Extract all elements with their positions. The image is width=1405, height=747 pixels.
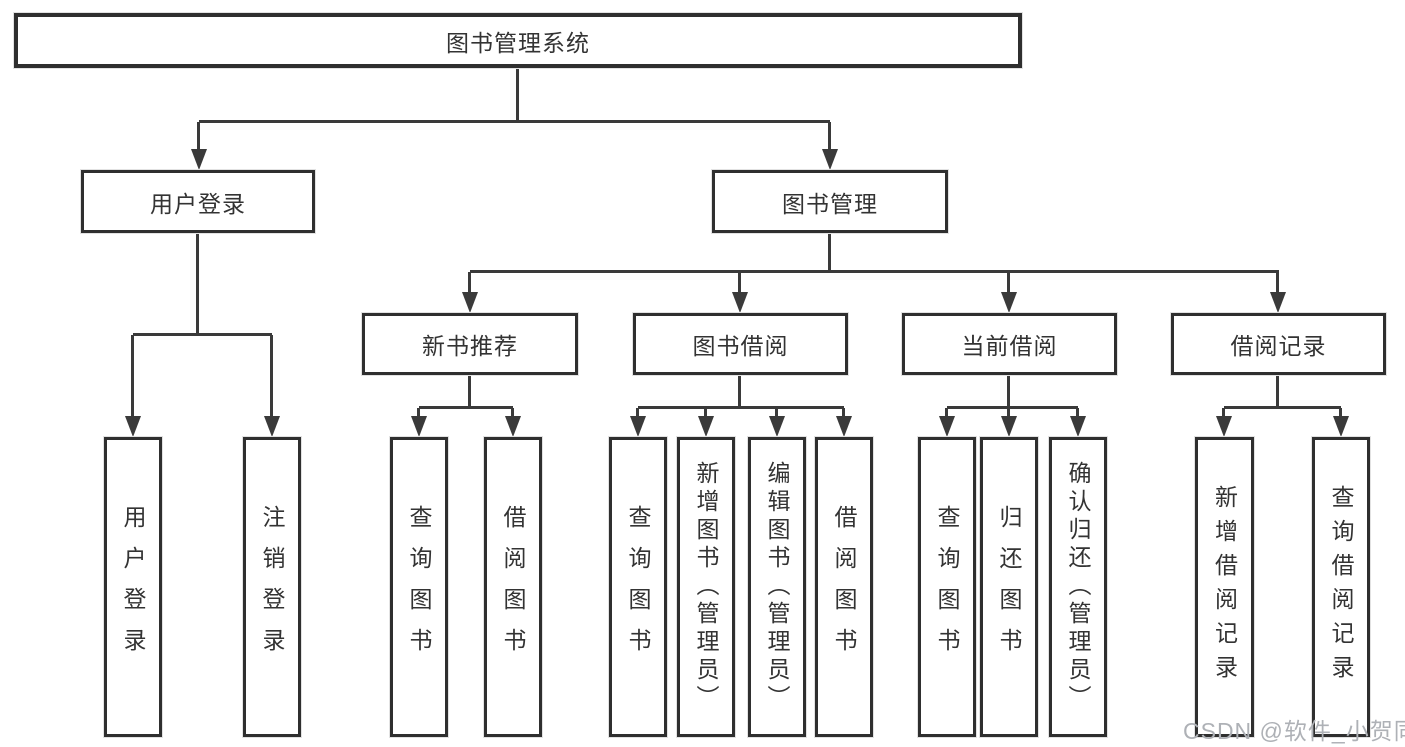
arrow-down-icon [264, 416, 280, 437]
leaf-query-book-1: 查询图书 [390, 437, 448, 737]
node-label: 新增图书（管理员） [693, 461, 719, 713]
node-label: 查询图书 [934, 505, 960, 669]
connector-line [775, 408, 778, 422]
leaf-user-login: 用户登录 [104, 437, 162, 737]
node-label: 用户登录 [150, 190, 246, 217]
arrow-down-icon [630, 416, 646, 437]
node-label: 借阅图书 [831, 505, 857, 669]
connector-line [1007, 408, 1010, 422]
node-borrow-records: 借阅记录 [1171, 313, 1386, 375]
connector-line [197, 122, 200, 155]
arrow-down-icon [1216, 416, 1232, 437]
arrow-down-icon [1270, 292, 1286, 313]
arrow-down-icon [462, 292, 478, 313]
connector-line [638, 406, 844, 409]
arrow-down-icon [125, 416, 141, 437]
connector-line [828, 122, 831, 155]
node-label: 当前借阅 [961, 333, 1058, 359]
node-label: 借阅图书 [500, 505, 526, 669]
node-label: 图书借阅 [692, 333, 789, 359]
connector-line [468, 375, 471, 408]
connector-line [704, 408, 707, 422]
node-root-library-system: 图书管理系统 [14, 13, 1022, 68]
watermark: CSDN @软件_小贺同学 [1183, 718, 1405, 744]
node-label: 查询借阅记录 [1328, 485, 1354, 689]
connector-line [1224, 406, 1341, 409]
node-current-borrow: 当前借阅 [902, 313, 1117, 375]
arrow-down-icon [769, 416, 785, 437]
node-label: 新增借阅记录 [1211, 485, 1238, 689]
connector-line [1007, 272, 1010, 298]
connector-line [738, 272, 741, 298]
connector-line [1222, 408, 1225, 422]
node-label: 用户登录 [120, 505, 146, 669]
node-label: 新书推荐 [422, 333, 518, 359]
leaf-query-borrow-record: 查询借阅记录 [1312, 437, 1370, 737]
leaf-add-book-admin: 新增图书（管理员） [677, 437, 735, 737]
leaf-add-borrow-record: 新增借阅记录 [1195, 437, 1254, 737]
node-label: 借阅记录 [1230, 333, 1327, 359]
connector-line [511, 408, 514, 422]
connector-line [199, 120, 830, 123]
arrow-down-icon [1001, 416, 1017, 437]
leaf-confirm-return-admin: 确认归还（管理员） [1049, 437, 1107, 737]
arrow-down-icon [191, 149, 207, 170]
leaf-query-book-2: 查询图书 [609, 437, 667, 737]
arrow-down-icon [836, 416, 852, 437]
node-new-book-recommend: 新书推荐 [362, 313, 578, 375]
connector-line [1276, 272, 1279, 298]
connector-line [1276, 375, 1279, 408]
connector-line [270, 335, 273, 422]
leaf-borrow-book-1: 借阅图书 [484, 437, 542, 737]
connector-line [636, 408, 639, 422]
connector-line [945, 408, 948, 422]
node-label: 查询图书 [625, 505, 651, 669]
node-book-management: 图书管理 [712, 170, 948, 233]
connector-line [516, 68, 519, 122]
connector-line [417, 408, 420, 422]
leaf-return-book: 归还图书 [980, 437, 1038, 737]
leaf-query-book-3: 查询图书 [918, 437, 976, 737]
arrow-down-icon [505, 416, 521, 437]
node-label: 编辑图书（管理员） [764, 461, 790, 713]
arrow-down-icon [698, 416, 714, 437]
arrow-down-icon [1070, 416, 1086, 437]
node-user-login: 用户登录 [81, 170, 315, 233]
connector-line [1007, 375, 1010, 408]
leaf-logout: 注销登录 [243, 437, 301, 737]
arrow-down-icon [411, 416, 427, 437]
node-label: 确认归还（管理员） [1065, 461, 1091, 713]
connector-line [1076, 408, 1079, 422]
connector-line [947, 406, 1078, 409]
connector-line [419, 406, 513, 409]
node-label: 图书管理 [782, 190, 878, 217]
arrow-down-icon [1333, 416, 1349, 437]
arrow-down-icon [1001, 292, 1017, 313]
arrow-down-icon [939, 416, 955, 437]
node-label: 归还图书 [996, 505, 1022, 669]
node-label: 图书管理系统 [446, 29, 590, 56]
arrow-down-icon [732, 292, 748, 313]
connector-line [738, 375, 741, 408]
arrow-down-icon [822, 149, 838, 170]
connector-line [842, 408, 845, 422]
connector-line [470, 270, 1279, 273]
connector-line [828, 233, 831, 272]
connector-line [133, 333, 272, 336]
connector-line [1339, 408, 1342, 422]
leaf-edit-book-admin: 编辑图书（管理员） [748, 437, 806, 737]
node-label: 查询图书 [406, 505, 432, 669]
leaf-borrow-book-2: 借阅图书 [815, 437, 873, 737]
connector-line [131, 335, 134, 422]
connector-line [468, 272, 471, 298]
node-label: 注销登录 [259, 505, 285, 669]
node-book-borrow: 图书借阅 [633, 313, 848, 375]
connector-line [196, 233, 199, 335]
